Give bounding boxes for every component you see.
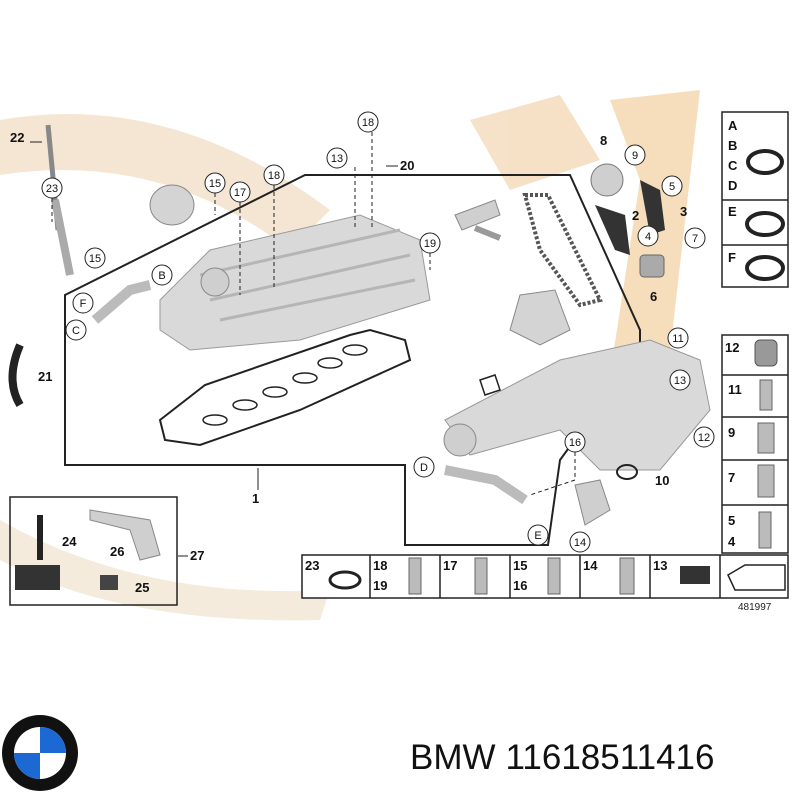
callout-15: 15 — [89, 253, 101, 265]
seal-label-b: B — [728, 138, 737, 153]
bottom-label-19: 19 — [373, 578, 387, 593]
callout-14: 14 — [574, 537, 586, 549]
callout-17: 17 — [234, 187, 246, 199]
timing-chain-assembly — [454, 163, 665, 346]
callout-15-top: 15 — [209, 178, 221, 190]
bottom-label-23: 23 — [305, 558, 319, 573]
cylinder-head-cover — [149, 184, 431, 351]
callout-26: 26 — [110, 544, 124, 559]
callout-23: 23 — [46, 183, 58, 195]
bottom-label-18: 18 — [373, 558, 387, 573]
callout-21: 21 — [38, 369, 52, 384]
callout-19: 19 — [424, 238, 436, 250]
callout-11-main: 11 — [672, 333, 683, 345]
gasket-spark-seals — [202, 344, 368, 426]
bolt-label-5: 5 — [728, 513, 735, 528]
callout-labels: 18 13 20 15 17 18 19 22 23 15 B F C 21 8… — [10, 111, 715, 553]
callout-9-main: 9 — [632, 150, 638, 162]
callout-2: 2 — [632, 208, 639, 223]
bottom-label-16: 16 — [513, 578, 527, 593]
bottom-label-14: 14 — [583, 558, 598, 573]
callout-25: 25 — [135, 580, 149, 595]
cover-group-outline — [64, 174, 641, 546]
leader-lines — [30, 132, 576, 496]
bottom-panel: 23 18 19 17 15 16 14 13 481997 — [301, 554, 789, 613]
callout-18: 18 — [268, 170, 280, 182]
bolt-label-11: 11 — [728, 382, 742, 397]
bolt-label-4: 4 — [728, 534, 736, 549]
callout-12-main: 12 — [698, 432, 710, 444]
bolt-panel: 12 11 9 7 5 4 — [721, 334, 789, 554]
bottom-label-15: 15 — [513, 558, 527, 573]
bottom-label-13: 13 — [653, 558, 667, 573]
bmw-logo — [2, 715, 78, 791]
callout-1: 1 — [252, 491, 259, 506]
callout-3: 3 — [680, 204, 687, 219]
seal-label-c: C — [728, 158, 738, 173]
seal-label-e: E — [728, 204, 737, 219]
cover-gasket — [158, 328, 412, 447]
callout-6: 6 — [650, 289, 657, 304]
brand-name: BMW — [410, 738, 496, 777]
bolt-label-7: 7 — [728, 470, 735, 485]
hose-and-pipes — [8, 124, 638, 526]
callout-18-top: 18 — [362, 117, 374, 129]
seal-label-f: F — [728, 250, 736, 265]
letter-c-main: C — [72, 325, 80, 337]
callout-16: 16 — [569, 437, 581, 449]
letter-e-main: E — [534, 530, 541, 542]
letter-f-main: F — [80, 298, 87, 310]
callout-27: 27 — [190, 548, 204, 563]
callout-20: 20 — [400, 158, 414, 173]
part-number: 11618511416 — [505, 738, 715, 777]
diagram-id: 481997 — [738, 602, 772, 613]
callout-7-main: 7 — [692, 233, 698, 245]
callout-8: 8 — [600, 133, 607, 148]
callout-13-main: 13 — [674, 375, 686, 387]
seal-label-a: A — [728, 118, 738, 133]
seal-panel: A B C D E F — [721, 111, 789, 288]
kit-box: 24 26 25 27 — [9, 496, 204, 606]
bottom-label-17: 17 — [443, 558, 457, 573]
callout-13-top: 13 — [331, 153, 343, 165]
seal-label-d: D — [728, 178, 737, 193]
intake-manifold — [443, 339, 711, 471]
callout-10: 10 — [655, 473, 669, 488]
callout-4-main: 4 — [645, 231, 651, 243]
letter-d-main: D — [420, 462, 428, 474]
bolt-label-12: 12 — [725, 340, 739, 355]
bolt-label-9: 9 — [728, 425, 735, 440]
letter-b-main: B — [158, 270, 165, 282]
callout-24: 24 — [62, 534, 77, 549]
callout-22: 22 — [10, 130, 24, 145]
callout-5-main: 5 — [669, 181, 675, 193]
